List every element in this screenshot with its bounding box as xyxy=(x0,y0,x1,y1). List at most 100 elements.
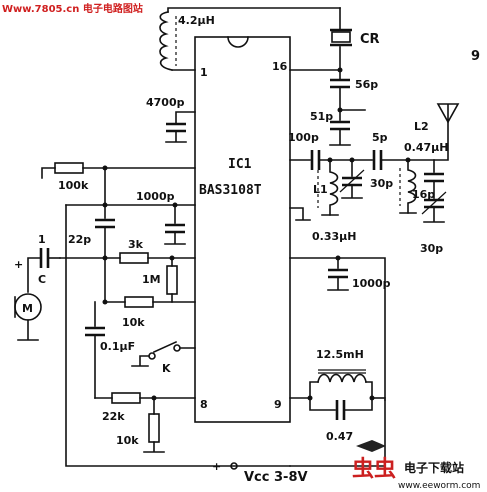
mic-plus: + xyxy=(14,258,23,271)
vcc-terminal xyxy=(230,462,238,470)
c30-trim-arrow xyxy=(339,169,365,193)
switch-contact-left xyxy=(148,352,156,360)
inductor-l2 xyxy=(407,159,417,214)
tank-cap-right xyxy=(343,397,373,411)
brand-char-1: 虫 xyxy=(352,456,374,482)
switch-k[interactable] xyxy=(152,340,178,354)
capacitor-0-1uf xyxy=(85,326,105,337)
c51-value: 51p xyxy=(310,110,333,123)
r100k-value: 100k xyxy=(58,179,89,192)
r100k-lead-left xyxy=(41,167,56,179)
antenna-feed xyxy=(407,121,449,161)
pin-16-label: 16 xyxy=(272,60,288,73)
r10k-mid-value: 10k xyxy=(122,316,145,329)
capacitor-4700p xyxy=(166,122,186,133)
crystal-plates xyxy=(330,28,352,47)
pin-9-label: 9 xyxy=(274,398,282,411)
ic-body xyxy=(194,36,291,423)
c22-value: 22p xyxy=(68,233,91,246)
c30r-trim-arrow xyxy=(421,191,447,215)
switch-label: K xyxy=(162,362,171,375)
inductor-top-value: 4.2μH xyxy=(178,14,215,27)
c4700-wire xyxy=(175,111,196,124)
ic-part: BAS3108T xyxy=(199,183,262,198)
vcc-bottom-rail xyxy=(289,399,386,467)
c047-value: 0.47 xyxy=(326,430,353,443)
vcc-plus: + xyxy=(212,460,221,473)
brand-char-2: 虫 xyxy=(374,456,396,482)
ic-ground-right xyxy=(289,207,311,221)
crystal-cr xyxy=(331,31,351,43)
c01-value: 0.1μF xyxy=(100,340,135,353)
c30r-ground xyxy=(423,206,445,223)
capacitor-56p xyxy=(330,78,350,89)
c30-ground xyxy=(341,184,363,199)
brand-url: www.eeworm.com xyxy=(398,481,480,491)
c-input-to-mic xyxy=(27,257,42,293)
inductor-12-5mh xyxy=(317,373,367,383)
c51-ground xyxy=(329,128,351,146)
c-input-label: C xyxy=(38,273,46,286)
c4700-ground xyxy=(165,130,187,143)
ic-notch xyxy=(227,36,249,48)
capacitor-0-47 xyxy=(335,400,346,420)
resistor-10k-bottom xyxy=(148,413,160,443)
resistor-22k xyxy=(111,392,141,404)
c-input-number: 1 xyxy=(38,233,46,246)
inductor-l1 xyxy=(329,159,339,216)
tank-right-up xyxy=(365,381,373,399)
c56-value: 56p xyxy=(355,78,378,91)
antenna-icon xyxy=(436,103,460,124)
mic-ground xyxy=(17,319,39,341)
r3k-value: 3k xyxy=(128,238,144,251)
mortarboard-icon xyxy=(356,440,386,452)
resistor-1m xyxy=(166,265,178,295)
r10kb-ground xyxy=(143,441,165,453)
r1m-value: 1M xyxy=(142,273,161,286)
pin-1-label: 1 xyxy=(200,66,208,79)
l1-value: 0.33μH xyxy=(312,230,356,243)
c5p-value: 5p xyxy=(372,131,388,144)
c1000r-value: 1000p xyxy=(352,277,391,290)
c30-mid-value: 30p xyxy=(370,177,393,190)
resistor-3k xyxy=(119,252,149,264)
c4700-value: 4700p xyxy=(146,96,185,109)
capacitor-100p xyxy=(310,150,321,170)
l2-label: L2 xyxy=(414,120,429,133)
resistor-10k-mid xyxy=(124,296,154,308)
c1000t-value: 1000p xyxy=(136,190,175,203)
pin-8-label: 8 xyxy=(200,398,208,411)
inductor-12-5mh-core xyxy=(318,369,366,374)
top-right-mark: 9 xyxy=(471,49,480,64)
c30-right-value: 30p xyxy=(420,242,443,255)
ic-name: IC1 xyxy=(228,157,252,172)
capacitor-5p xyxy=(372,150,383,170)
watermark-brand: 虫 虫 电子下载站 www.eeworm.com xyxy=(352,440,480,491)
c16-value: 16p xyxy=(412,188,435,201)
l1-label: L1 xyxy=(313,183,328,196)
r10k-bottom-value: 10k xyxy=(116,434,139,447)
brand-text: 电子下载站 xyxy=(404,460,464,475)
capacitor-16p xyxy=(424,172,444,183)
watermark-site: Www.7805.cn 电子电路图站 xyxy=(2,2,143,15)
capacitor-1000p-top xyxy=(165,223,185,234)
crystal-label: CR xyxy=(360,32,380,47)
inductor-4-2uh xyxy=(159,7,341,71)
left-ground-rail xyxy=(65,204,291,467)
c1000r-ground xyxy=(327,276,349,291)
resistor-100k xyxy=(54,162,84,174)
tank-left-up xyxy=(309,381,319,399)
capacitor-c-input xyxy=(39,248,50,268)
capacitor-1000p-right xyxy=(328,268,348,279)
c100p-value: 100p xyxy=(288,131,319,144)
switch-ground xyxy=(131,355,150,367)
capacitor-51p xyxy=(330,120,350,131)
vcc-rail-right xyxy=(289,257,386,401)
mic-label: M xyxy=(22,302,33,315)
l2-value: 0.47μH xyxy=(404,141,448,154)
r22k-value: 22k xyxy=(102,410,125,423)
vcc-label: Vcc 3-8V xyxy=(244,470,308,485)
tank-cap-left xyxy=(309,397,336,411)
